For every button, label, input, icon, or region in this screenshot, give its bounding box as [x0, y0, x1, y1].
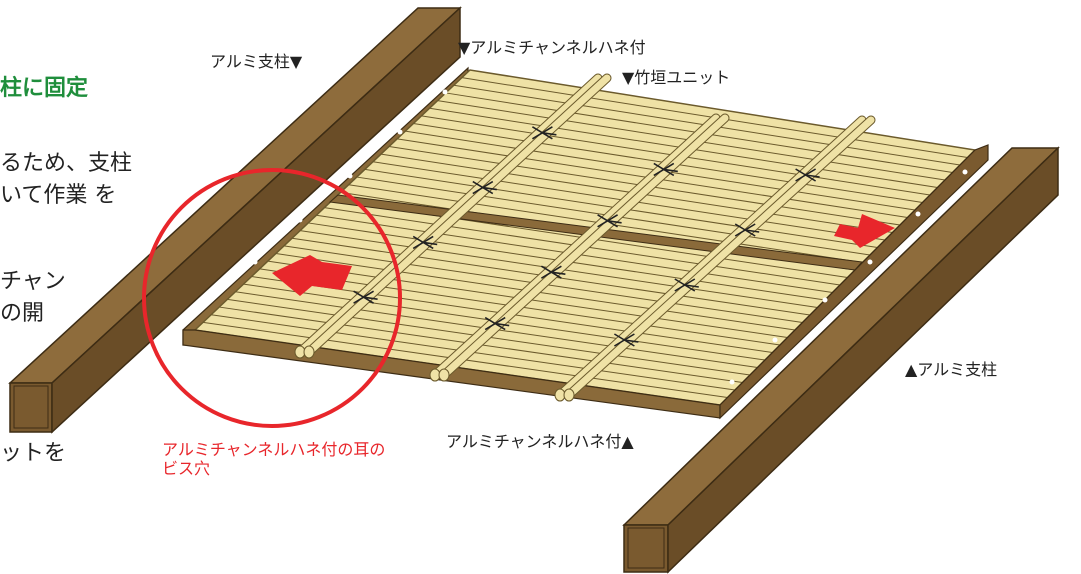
- arrow-left: [272, 255, 352, 296]
- heading-fragment: 柱に固定: [0, 76, 89, 101]
- rope-tie: [531, 126, 557, 140]
- bamboo-rod-end: [563, 388, 575, 402]
- body-fragment-4: の開: [0, 301, 45, 326]
- rope-tie: [653, 162, 678, 177]
- rope-tie: [484, 316, 510, 331]
- body-fragment-3: チャン: [0, 269, 66, 294]
- body-fragment-1: るため、支柱: [0, 151, 133, 176]
- rope-tie: [540, 265, 566, 279]
- bamboo-rod: [305, 74, 611, 356]
- label-channel-top: ▼アルミチャンネルハネ付: [458, 38, 646, 57]
- label-screw-hole-note: アルミチャンネルハネ付の耳のビス穴: [162, 440, 386, 478]
- right-aluminum-post: [622, 146, 1060, 574]
- bamboo-rod: [440, 114, 729, 379]
- screw-hole-highlight-circle: [142, 168, 402, 428]
- bamboo-rod-end: [438, 368, 450, 382]
- rope-tie: [597, 214, 622, 228]
- rope-tie: [472, 180, 497, 195]
- rope-tie: [795, 168, 820, 182]
- bamboo-rod: [296, 74, 602, 356]
- body-fragment-5: ットを: [0, 441, 67, 466]
- left-aluminum-post: [8, 6, 462, 434]
- rope-tie: [674, 278, 699, 292]
- bamboo-rod: [556, 116, 866, 399]
- label-alumi-post-bottom: ▲アルミ支柱: [905, 360, 998, 379]
- rope-tie: [734, 223, 760, 237]
- bamboo-rods: [294, 73, 876, 402]
- screw-holes: [207, 89, 968, 385]
- rope-tie: [412, 235, 438, 250]
- label-alumi-post-top: アルミ支柱▼: [210, 52, 303, 71]
- bamboo-rod: [431, 114, 720, 379]
- label-bamboo-unit: ▼竹垣ユニット: [622, 68, 731, 87]
- rope-tie: [613, 333, 639, 347]
- body-fragment-2: いて作業 を: [0, 183, 117, 208]
- rope-tie: [353, 290, 378, 304]
- label-channel-bottom: アルミチャンネルハネ付▲: [446, 432, 634, 451]
- bamboo-rod-end: [303, 345, 315, 359]
- arrow-right: [834, 214, 895, 248]
- bamboo-rod: [565, 116, 875, 399]
